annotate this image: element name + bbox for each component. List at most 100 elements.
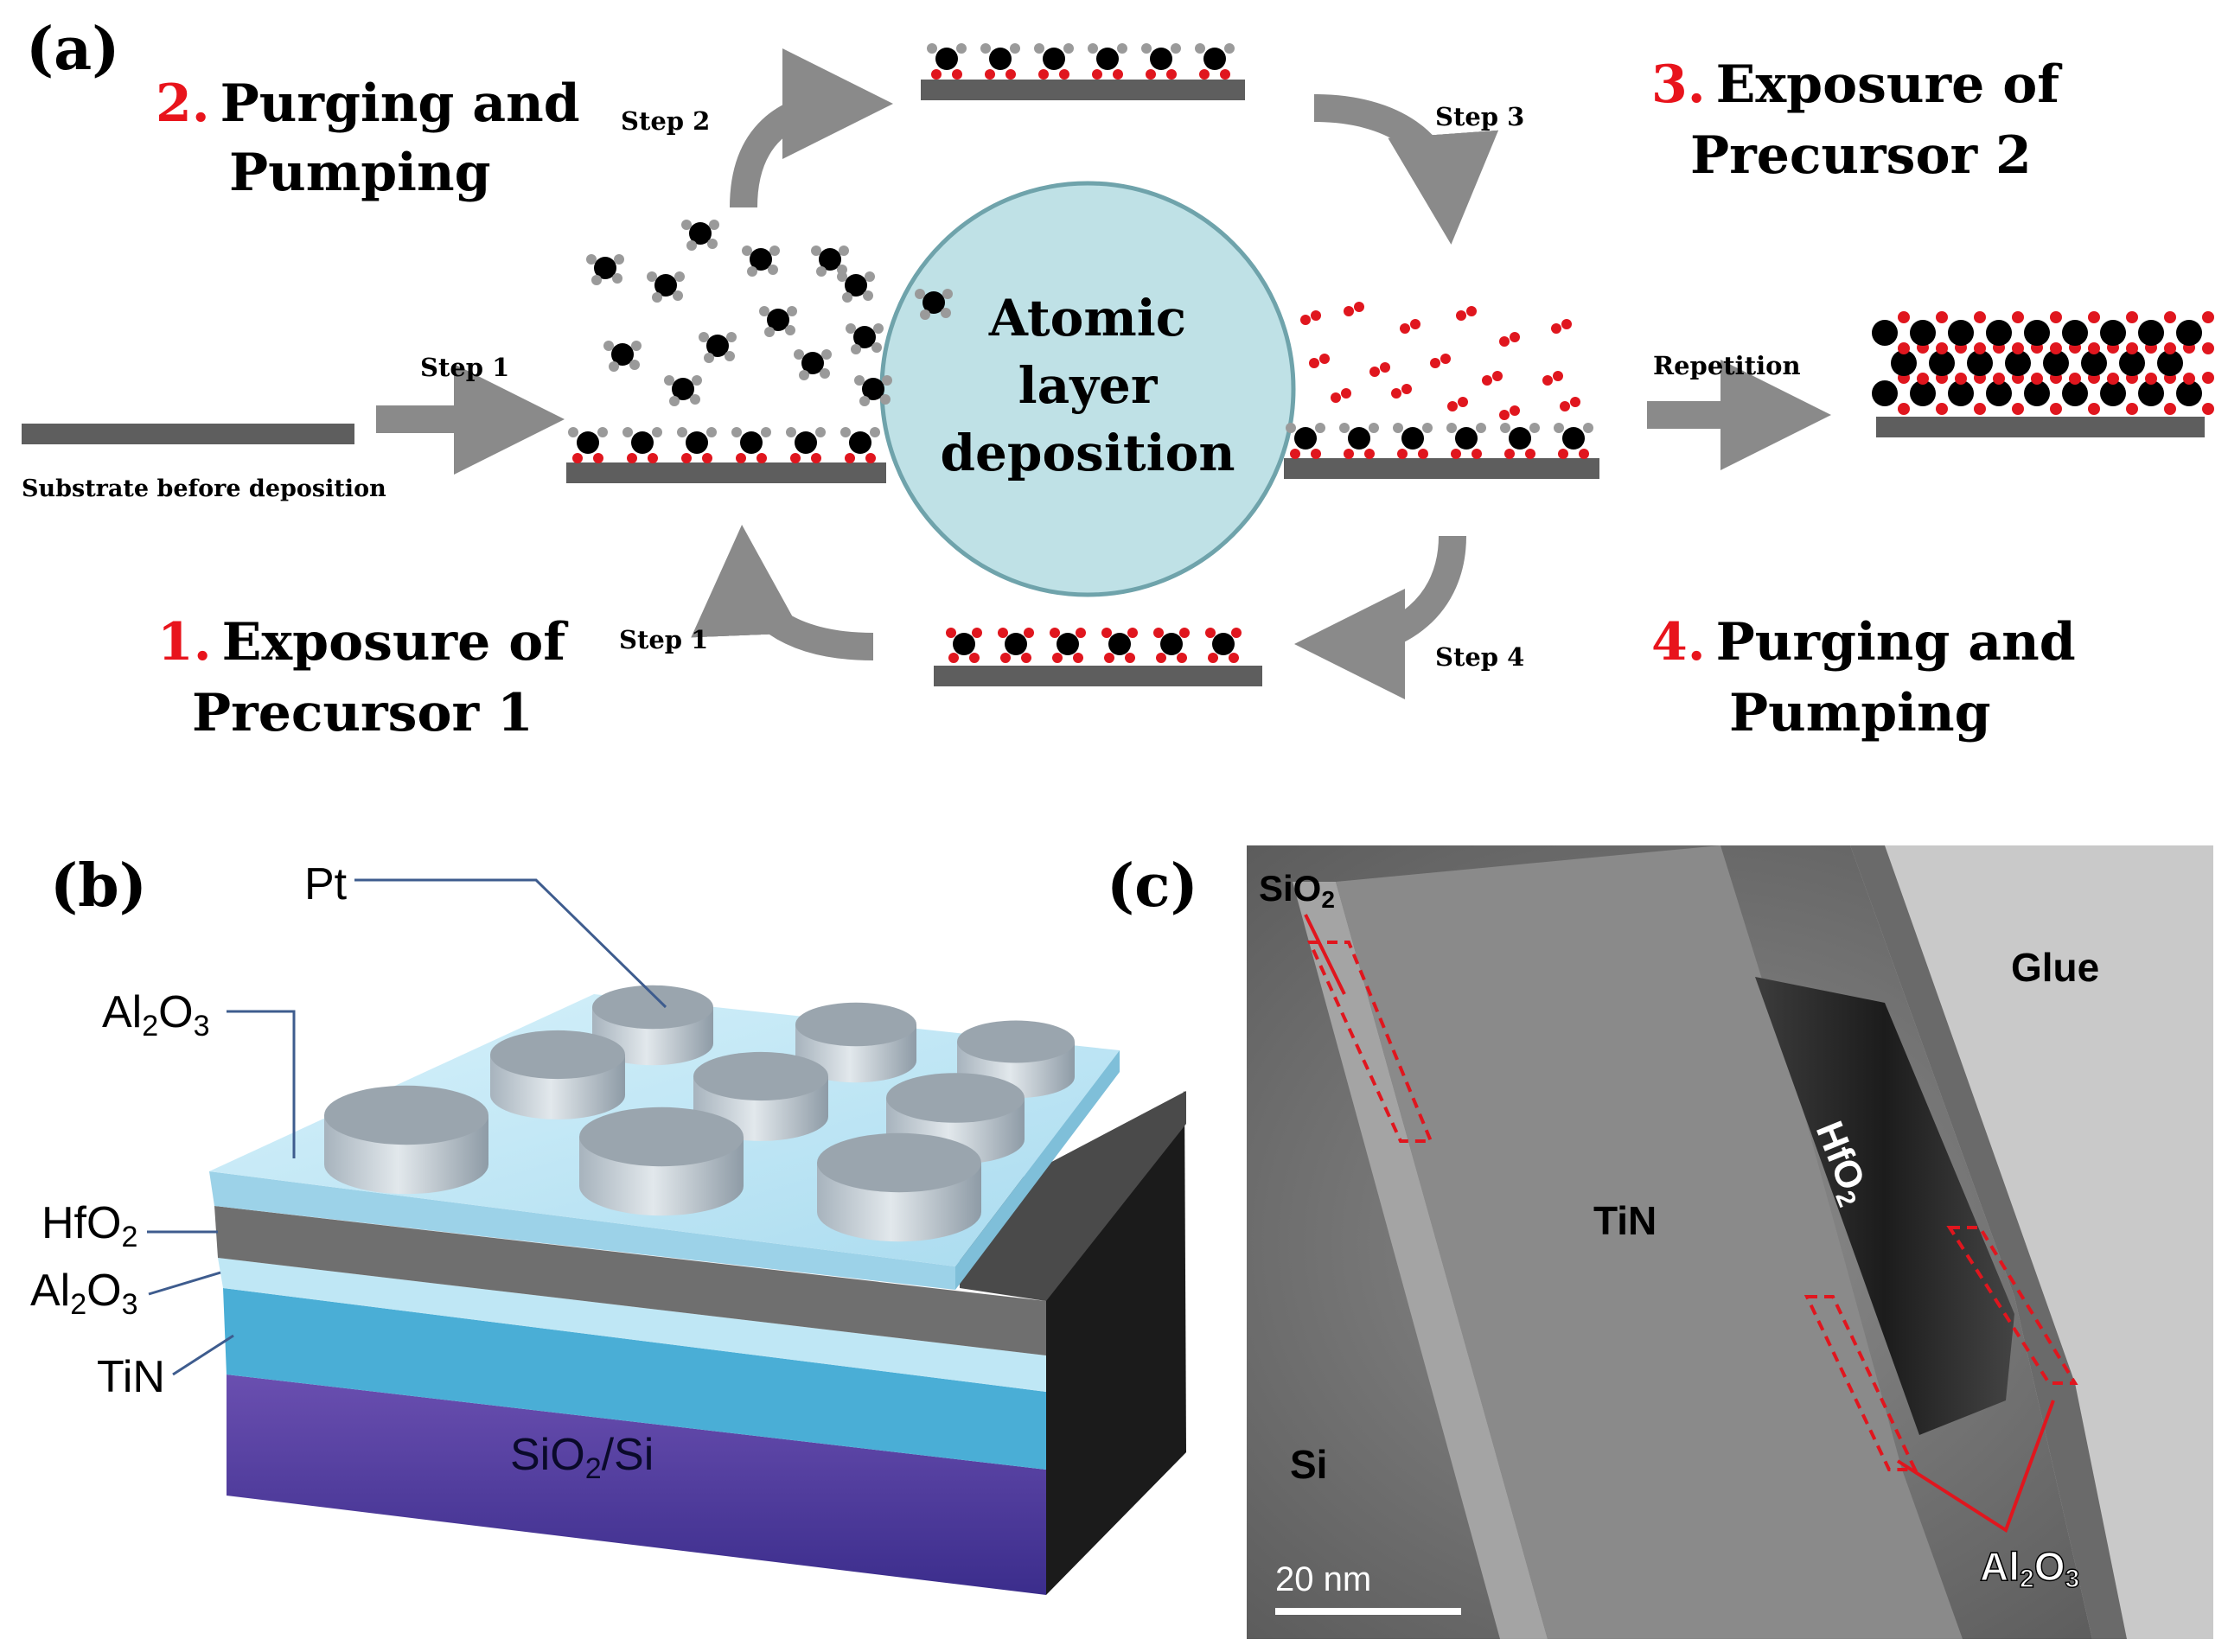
arrow-step2 xyxy=(730,48,893,208)
precursor2-atom xyxy=(1510,332,1520,342)
ligand-atom xyxy=(1529,423,1540,433)
tem-sio2-a: SiO xyxy=(1259,868,1321,909)
oxygen-atom xyxy=(1101,628,1112,638)
film-metal-atom xyxy=(2100,380,2126,406)
anchor-oxygen-atom xyxy=(1290,449,1300,459)
precursor2-atom xyxy=(1341,388,1351,399)
center-text-line2: layer xyxy=(1018,356,1159,415)
tem-glue-label: Glue xyxy=(2011,945,2099,990)
ligand-atom xyxy=(786,427,796,437)
tem-al2o3-sub1: 2 xyxy=(2020,1565,2034,1593)
film-metal-atom xyxy=(2176,380,2202,406)
anchor-oxygen-atom xyxy=(1220,69,1230,80)
film-metal-atom xyxy=(1948,380,1974,406)
adsorbed-metal-atom xyxy=(686,431,708,454)
adsorbed-metal-atom xyxy=(1203,48,1226,70)
purging-bottom-line2: Pumping xyxy=(1729,683,1991,743)
ligand-atom xyxy=(927,43,937,54)
ligand-atom xyxy=(851,344,861,354)
ligand-atom xyxy=(785,325,795,335)
precursor2-atom xyxy=(1560,401,1570,411)
film-oxygen-atom xyxy=(2069,373,2081,385)
al2o3-bottom-label: Al2O3 xyxy=(30,1266,138,1321)
al2o3-top-a: Al xyxy=(102,987,142,1037)
film-oxygen-atom xyxy=(2050,403,2062,415)
film-oxygen-atom xyxy=(2126,403,2138,415)
al2o3-bottom-b: O xyxy=(86,1266,121,1316)
film-oxygen-atom xyxy=(1936,311,1948,323)
film-metal-atom xyxy=(1872,380,1898,406)
anchor-oxygen-atom xyxy=(1104,653,1114,663)
substrate-label: SiO2/Si xyxy=(510,1430,654,1485)
al2o3-dashed-outline-right xyxy=(1946,1226,2078,1385)
pt-leader-line xyxy=(354,878,667,1009)
oxygen-atom xyxy=(1179,628,1190,638)
purging-bottom-num: 4. xyxy=(1651,612,1706,673)
exposure2-line1: 3.Exposure of xyxy=(1651,54,2063,115)
film-oxygen-atom xyxy=(2202,403,2214,415)
al2o3-bottom-leader-line xyxy=(148,1271,221,1296)
precursor1-metal-atom xyxy=(801,352,824,374)
adsorbed-metal-atom xyxy=(953,633,975,655)
purging-top-num: 2. xyxy=(156,73,210,134)
ligand-atom xyxy=(839,246,849,256)
film-oxygen-atom xyxy=(2012,403,2024,415)
precursor2-atom xyxy=(1542,375,1553,386)
tem-al2o3-sub2: 3 xyxy=(2065,1565,2079,1593)
film-metal-atom xyxy=(2043,350,2069,376)
precursor2-atom xyxy=(1456,310,1466,321)
precursor1-metal-atom xyxy=(654,274,677,297)
ligand-atom xyxy=(1063,43,1074,54)
ligand-atom xyxy=(815,427,826,437)
ligand-atom xyxy=(629,360,640,370)
al2o3-lower-layer xyxy=(218,1258,1046,1392)
ligand-atom xyxy=(840,427,851,437)
ligand-atom xyxy=(692,375,702,386)
ligand-atom xyxy=(871,342,882,353)
pt-electrode-top xyxy=(817,1132,981,1193)
film-oxygen-atom xyxy=(2183,373,2195,385)
adsorbed-metal-atom xyxy=(849,431,871,454)
film-oxygen-atom xyxy=(1974,342,1986,354)
purging-bottom-line1: 4.Purging and xyxy=(1651,612,2076,673)
anchor-oxygen-atom xyxy=(627,453,637,463)
pt-electrode-top xyxy=(957,1020,1075,1063)
ligand-atom xyxy=(1010,43,1020,54)
ligand-atom xyxy=(591,275,602,285)
stack-right-side xyxy=(1046,1091,1186,1595)
panel-a-ald-cycle: (a) Atomic layer deposition Substrate be… xyxy=(22,15,2214,743)
pt-label: Pt xyxy=(304,859,348,909)
exposure1-text: Exposure of xyxy=(222,612,570,673)
stage-bottom-substrate xyxy=(934,666,1262,686)
anchor-oxygen-atom xyxy=(1156,653,1166,663)
ligand-atom xyxy=(707,239,718,249)
precursor2-atom xyxy=(1466,306,1477,316)
film-oxygen-atom xyxy=(2202,372,2214,384)
ligand-atom xyxy=(920,309,930,320)
precursor2-atom xyxy=(1492,371,1503,381)
film-metal-atom xyxy=(2157,350,2183,376)
scale-bar-label: 20 nm xyxy=(1275,1560,1371,1598)
anchor-oxygen-atom xyxy=(948,653,959,663)
ligand-atom xyxy=(1195,43,1205,54)
film-oxygen-atom xyxy=(2050,342,2062,354)
hfo2-top-ledge xyxy=(960,1091,1186,1301)
oxygen-atom xyxy=(1050,628,1060,638)
precursor2-atom xyxy=(1458,397,1468,407)
film-metal-atom xyxy=(1948,320,1974,346)
film-oxygen-atom xyxy=(1936,342,1948,354)
hfo2-a: HfO xyxy=(41,1198,121,1248)
anchor-oxygen-atom xyxy=(1311,449,1321,459)
exposure1-num: 1. xyxy=(157,612,212,673)
ligand-atom xyxy=(603,341,614,351)
stage-left-substrate xyxy=(566,462,886,483)
ligand-atom xyxy=(742,246,752,256)
panel-c-label: (c) xyxy=(1107,852,1198,921)
molecule-group xyxy=(568,43,2214,663)
precursor2-atom xyxy=(1440,354,1451,364)
ligand-atom xyxy=(647,271,657,282)
substrate-a: SiO xyxy=(510,1430,585,1480)
film-metal-atom xyxy=(2024,380,2050,406)
step2-label: Step 2 xyxy=(621,106,710,136)
